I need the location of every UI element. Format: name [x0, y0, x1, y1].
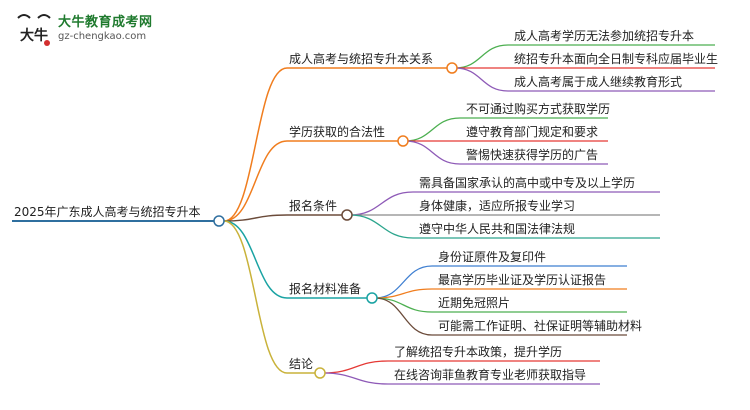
- leaf-label: 成人高考属于成人继续教育形式: [514, 74, 682, 89]
- leaf-label: 警惕快速获得学历的广告: [466, 147, 598, 162]
- branch-to-leaf-link: [454, 44, 509, 69]
- leaf-label: 在线咨询菲鱼教育专业老师获取指导: [394, 367, 586, 382]
- leaf-label: 遵守教育部门规定和要求: [466, 124, 598, 139]
- leaf-label: 身体健康，适应所报专业学习: [419, 198, 575, 213]
- leaf-label: 身份证原件及复印件: [438, 249, 546, 264]
- logo-ox-icon: 大牛: [17, 14, 51, 46]
- branch-node[interactable]: [366, 292, 378, 304]
- branch-to-leaf-link: [349, 191, 414, 216]
- branch-label: 报名材料准备: [289, 281, 361, 296]
- leaf-label: 不可通过购买方式获取学历: [466, 101, 610, 116]
- root-to-branch-link: [223, 67, 288, 222]
- mindmap-nodes: 2025年广东成人高考与统招专升本 成人高考与统招专升本关系 成人高考学历无法参加统…: [12, 28, 718, 385]
- branch-to-leaf-link: [374, 297, 433, 336]
- logo-mark-text: 大牛: [20, 27, 48, 44]
- leaf-label: 成人高考学历无法参加统招专升本: [514, 28, 694, 43]
- leaf-label: 可能需工作证明、社保证明等辅助材料: [438, 318, 642, 333]
- branch-to-leaf-link: [374, 297, 433, 313]
- branch-label: 成人高考与统招专升本关系: [289, 51, 433, 66]
- leaf-label: 需具备国家承认的高中或中专及以上学历: [419, 175, 635, 190]
- branch-to-leaf-link: [349, 214, 414, 239]
- logo-brand: 大牛教育成考网: [58, 15, 153, 30]
- branch-node[interactable]: [397, 135, 409, 147]
- leaf-label: 最高学历毕业证及学历认证报告: [438, 272, 606, 287]
- root-node[interactable]: [213, 215, 225, 227]
- site-logo[interactable]: 大牛 大牛教育成考网 gz-chengkao.com: [14, 8, 174, 52]
- branch-to-leaf-link: [404, 117, 461, 142]
- logo-url: gz-chengkao.com: [58, 31, 147, 42]
- branch-to-leaf-link: [404, 140, 461, 165]
- branch-to-leaf-link: [322, 360, 389, 374]
- branch-to-leaf-link: [322, 372, 389, 385]
- root-label: 2025年广东成人高考与统招专升本: [14, 204, 201, 219]
- branch-node[interactable]: [446, 62, 458, 74]
- branch-node[interactable]: [314, 367, 326, 379]
- branch-label: 结论: [289, 357, 313, 371]
- root-to-branch-link: [223, 214, 288, 222]
- branch-label: 学历获取的合法性: [289, 124, 385, 139]
- branch-node[interactable]: [341, 209, 353, 221]
- leaf-label: 遵守中华人民共和国法律法规: [419, 221, 575, 236]
- leaf-label: 近期免冠照片: [438, 295, 510, 310]
- root-to-branch-link: [223, 220, 288, 374]
- root-to-branch-link: [223, 220, 288, 299]
- root-to-branch-link: [223, 140, 288, 222]
- branch-label: 报名条件: [289, 198, 337, 213]
- leaf-label: 了解统招专升本政策，提升学历: [394, 344, 562, 359]
- branch-to-leaf-link: [454, 67, 509, 92]
- leaf-label: 统招专升本面向全日制专科应届毕业生: [514, 51, 718, 66]
- mindmap-links: [223, 44, 509, 385]
